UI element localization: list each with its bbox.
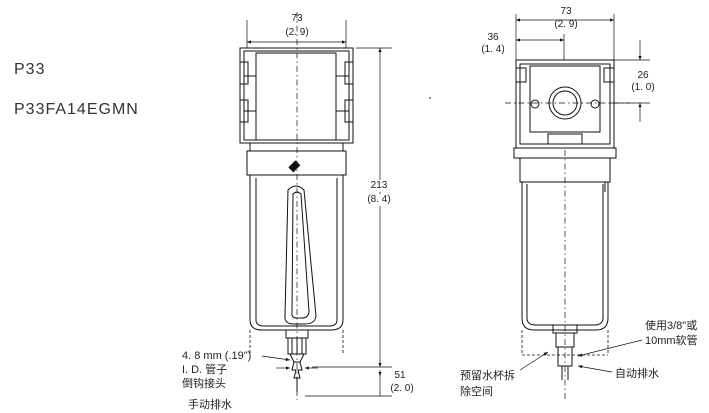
bowl-removal-note-2: 除空间 (460, 386, 493, 398)
front-width-mm: 73 (291, 13, 303, 24)
side-width-in: (2. 9) (554, 19, 578, 30)
tube-id-note: I. D. 管子 (182, 364, 228, 376)
series-label: P33 (14, 61, 46, 78)
port-offset-in: (1. 4) (481, 44, 505, 55)
auto-drain-label: 自动排水 (615, 368, 659, 380)
drain-clearance-mm: 51 (394, 370, 406, 381)
drain-clearance-in: (2. 0) (390, 383, 414, 394)
height-in: (8. 4) (359, 194, 399, 206)
side-view (505, 14, 650, 400)
front-width-in: (2. 9) (285, 27, 309, 38)
bowl-removal-note-1: 预留水杯拆 (460, 370, 515, 382)
barb-fitting-note: 倒钩接头 (182, 378, 226, 390)
manual-drain-label: 手动排水 (188, 399, 232, 411)
hose-size-note-1: 使用3/8"或 (645, 320, 698, 332)
side-width-mm: 73 (560, 6, 572, 17)
height-mm: 213 (361, 180, 397, 192)
part-number-label: P33FA14EGMN (14, 101, 139, 118)
hose-size-note-2: 10mm软管 (645, 335, 698, 347)
port-height-mm: 26 (637, 70, 649, 81)
tube-size-note: 4. 8 mm (.19") (182, 350, 252, 362)
port-height-in: (1. 0) (631, 82, 655, 93)
front-view (239, 12, 392, 400)
port-offset-mm: 36 (487, 32, 499, 43)
